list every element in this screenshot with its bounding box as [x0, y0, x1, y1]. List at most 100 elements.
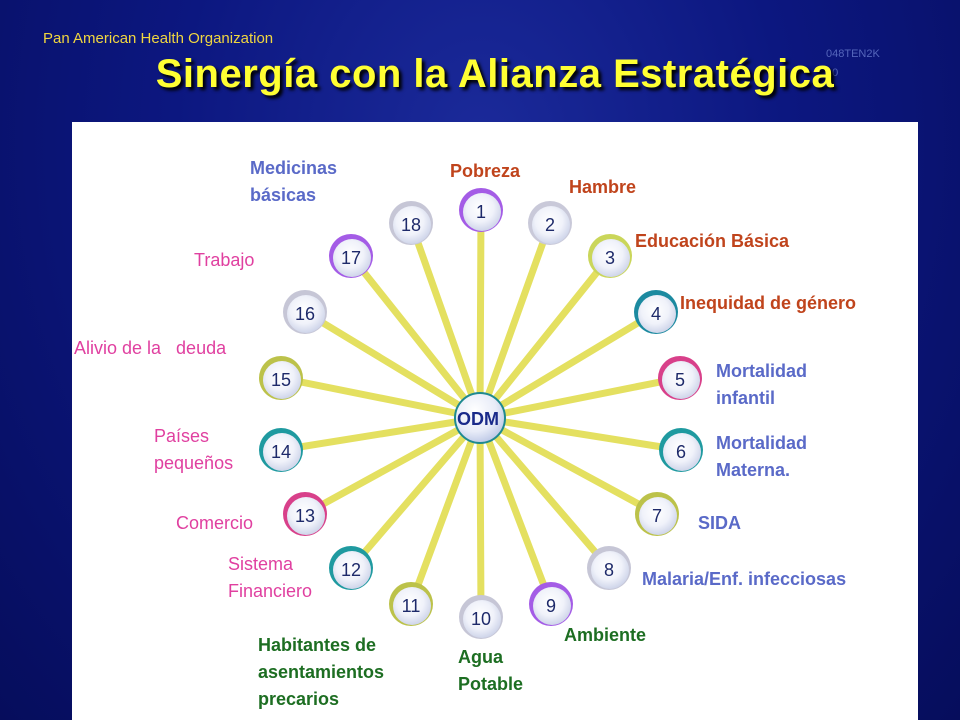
- spoke-2: [476, 219, 554, 422]
- node-6: 6: [659, 428, 703, 472]
- node-face-8: [591, 551, 629, 589]
- hub-label: ODM: [457, 409, 499, 429]
- node-number-3: 3: [605, 248, 615, 268]
- node-14: 14: [259, 428, 303, 472]
- label-hambre: Hambre: [569, 177, 637, 197]
- hub-circle: [454, 392, 506, 444]
- label-paises-line2: pequeños: [154, 453, 234, 473]
- slide-code: 048TEN2K 10: [826, 45, 880, 83]
- spoke-10: [476, 414, 485, 621]
- slide-title: Sinergía con la Alianza Estratégica: [155, 52, 835, 96]
- label-paises-pequenos: Países pequeños: [154, 423, 233, 477]
- node-number-17: 17: [341, 248, 361, 268]
- label-paises-line1: Países: [154, 426, 210, 446]
- node-15: 15: [259, 356, 303, 400]
- spoke-11: [407, 414, 484, 608]
- node-face-10: [463, 600, 501, 638]
- node-face-7: [639, 497, 677, 535]
- node-4: 4: [634, 290, 678, 334]
- label-mortalidad-infantil-line2: infantil: [716, 388, 775, 408]
- label-sistema-line2: Financiero: [228, 581, 313, 601]
- label-habitantes-line1: Habitantes de: [258, 635, 377, 655]
- node-2: 2: [528, 201, 572, 245]
- node-face-2: [532, 206, 570, 244]
- spoke-16: [301, 308, 484, 422]
- node-7: 7: [635, 492, 679, 536]
- slide-code-line2: 10: [826, 67, 839, 79]
- spoke-18: [407, 219, 484, 422]
- label-mortalidad-materna-line1: Mortalidad: [716, 433, 808, 453]
- node-face-1: [463, 193, 501, 231]
- label-habitantes-line2: asentamientos: [258, 662, 385, 682]
- label-mortalidad-materna: Mortalidad Materna.: [716, 430, 807, 484]
- node-face-6: [663, 433, 701, 471]
- spoke-13: [301, 414, 484, 518]
- node-number-7: 7: [652, 506, 662, 526]
- label-pobreza: Pobreza: [450, 161, 521, 181]
- node-number-13: 13: [295, 506, 315, 526]
- node-5: 5: [658, 356, 702, 400]
- spoke-1: [476, 206, 485, 422]
- label-educacion: Educación Básica: [635, 231, 790, 251]
- node-10: 10: [459, 595, 503, 639]
- node-number-18: 18: [401, 215, 421, 235]
- node-face-16: [287, 295, 325, 333]
- node-number-16: 16: [295, 304, 315, 324]
- spoke-6: [476, 414, 685, 454]
- node-number-5: 5: [675, 370, 685, 390]
- node-face-9: [533, 587, 571, 625]
- node-face-4: [638, 295, 676, 333]
- label-sida: SIDA: [698, 513, 742, 533]
- node-number-4: 4: [651, 304, 661, 324]
- label-agua-potable: Agua Potable: [458, 644, 523, 698]
- label-ambiente: Ambiente: [564, 625, 647, 645]
- node-face-15: [263, 361, 301, 399]
- node-face-5: [662, 361, 700, 399]
- node-face-17: [333, 239, 371, 277]
- node-12: 12: [329, 546, 373, 590]
- node-number-11: 11: [402, 596, 421, 616]
- hub: ODM: [454, 392, 506, 444]
- label-comercio: Comercio: [176, 513, 254, 533]
- node-number-12: 12: [341, 560, 361, 580]
- label-agua-line1: Agua: [458, 647, 503, 667]
- spoke-7: [476, 414, 661, 518]
- node-number-15: 15: [271, 370, 291, 390]
- label-mortalidad-materna-line2: Materna.: [716, 460, 791, 480]
- node-number-8: 8: [604, 560, 614, 580]
- spoke-9: [476, 414, 555, 608]
- node-1: 1: [459, 188, 503, 232]
- label-mortalidad-infantil-line1: Mortalidad: [716, 361, 808, 381]
- spoke-3: [476, 252, 614, 422]
- node-13: 13: [283, 492, 327, 536]
- node-9: 9: [529, 582, 573, 626]
- node-face-14: [263, 433, 301, 471]
- spokes: [277, 206, 685, 621]
- node-number-2: 2: [545, 215, 555, 235]
- node-number-9: 9: [546, 596, 556, 616]
- label-mortalidad-infantil: Mortalidad infantil: [716, 358, 807, 412]
- node-number-14: 14: [271, 442, 291, 462]
- label-habitantes: Habitantes de asentamientos precarios: [258, 632, 384, 713]
- node-17: 17: [329, 234, 373, 278]
- spoke-15: [277, 374, 484, 422]
- label-sistema-financiero: Sistema Financiero: [228, 551, 312, 605]
- label-trabajo: Trabajo: [194, 250, 255, 270]
- label-medicinas-line1: Medicinas: [250, 158, 338, 178]
- spoke-17: [347, 252, 484, 422]
- node-11: 11: [389, 582, 433, 626]
- node-number-10: 10: [471, 609, 491, 629]
- organization-name: Pan American Health Organization: [43, 30, 274, 47]
- spoke-5: [476, 374, 684, 422]
- label-agua-line2: Potable: [458, 674, 524, 694]
- label-malaria: Malaria/Enf. infecciosas: [642, 569, 847, 589]
- label-medicinas-basicas: Medicinas básicas: [250, 155, 337, 209]
- spoke-8: [476, 414, 613, 572]
- node-face-18: [393, 206, 431, 244]
- slide-code-line1: 048TEN2K: [826, 48, 880, 60]
- node-face-12: [333, 551, 371, 589]
- spoke-12: [347, 414, 484, 572]
- node-face-11: [393, 587, 431, 625]
